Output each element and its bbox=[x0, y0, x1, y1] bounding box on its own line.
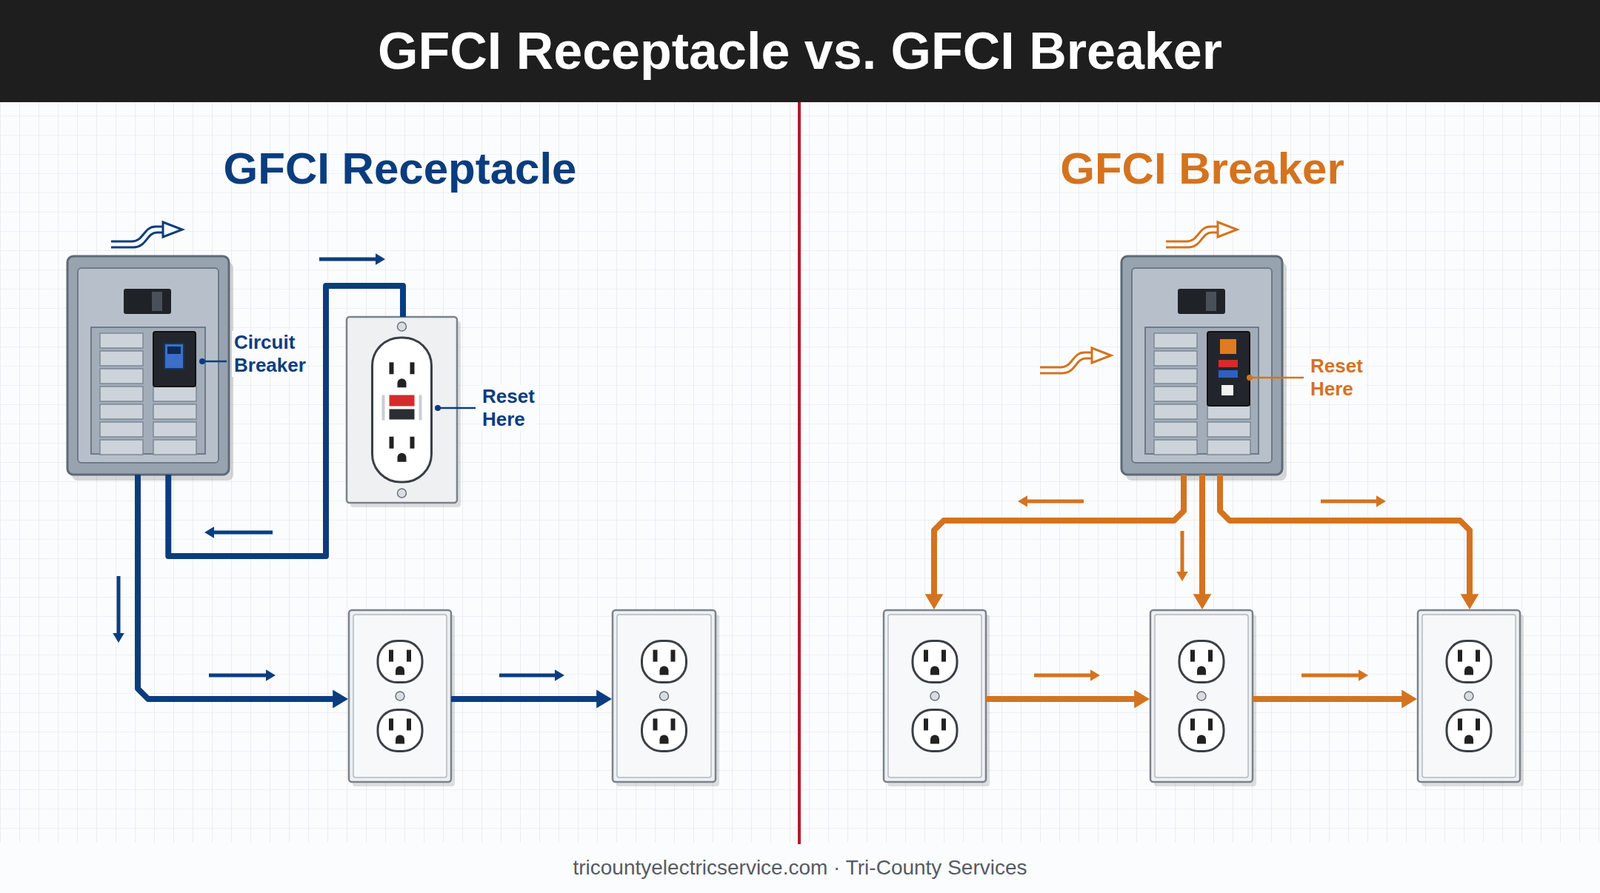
callout-label: Circuit Breaker bbox=[231, 331, 309, 378]
gfci-receptacle: Reset Here bbox=[346, 317, 458, 503]
flow-icon bbox=[111, 222, 183, 248]
section-heading: GFCI Breaker bbox=[1060, 142, 1345, 195]
wire bbox=[985, 696, 1135, 703]
wire bbox=[1199, 474, 1206, 595]
arrowhead bbox=[1090, 669, 1100, 682]
title-bar: GFCI Receptacle vs. GFCI Breaker bbox=[0, 0, 1600, 103]
arrowhead bbox=[1358, 669, 1369, 682]
flow-arrow bbox=[213, 531, 273, 535]
arrowhead bbox=[112, 633, 125, 643]
flow-icon bbox=[1165, 222, 1238, 248]
flow-arrow bbox=[1320, 500, 1378, 504]
wire bbox=[934, 474, 1184, 595]
flow-arrow bbox=[1301, 674, 1360, 678]
wire bbox=[1252, 696, 1403, 703]
wires bbox=[137, 474, 1479, 709]
flow-arrows bbox=[112, 253, 1386, 682]
supply-wire bbox=[168, 285, 403, 557]
callout-label: Reset Here bbox=[1308, 354, 1366, 401]
outlet bbox=[1417, 610, 1524, 787]
arrowhead bbox=[1460, 594, 1480, 610]
outlet bbox=[612, 610, 720, 787]
caption: tricountyelectricservice.com · Tri-Count… bbox=[0, 856, 1600, 880]
arrowhead bbox=[554, 669, 565, 682]
arrowhead bbox=[204, 526, 215, 539]
outlet bbox=[348, 610, 455, 787]
arrowhead bbox=[1134, 690, 1150, 709]
wire bbox=[451, 696, 598, 703]
arrowhead bbox=[265, 669, 276, 682]
arrowhead bbox=[375, 253, 386, 266]
arrowhead bbox=[1193, 594, 1212, 610]
gfci-receptacle bbox=[346, 317, 461, 508]
arrowhead bbox=[596, 690, 612, 709]
divider-line bbox=[797, 102, 801, 845]
arrowhead bbox=[1176, 571, 1189, 582]
wire bbox=[1220, 474, 1470, 595]
flow-arrow bbox=[1034, 674, 1092, 678]
breaker-panel bbox=[1121, 256, 1287, 481]
flow-arrow bbox=[1026, 500, 1084, 504]
flow-icon bbox=[1040, 348, 1112, 374]
flow-arrow bbox=[208, 674, 267, 678]
arrowhead bbox=[1376, 495, 1386, 508]
arrowhead bbox=[1401, 690, 1418, 709]
arrowhead bbox=[332, 690, 349, 709]
callout-label: Reset Here bbox=[480, 385, 538, 432]
circuit-breaker-panel: Circuit Breaker bbox=[67, 256, 229, 475]
flow-arrow bbox=[117, 576, 121, 635]
breaker-panel bbox=[67, 256, 234, 481]
section-heading: GFCI Receptacle bbox=[223, 142, 578, 195]
title: GFCI Receptacle vs. GFCI Breaker bbox=[377, 21, 1223, 81]
arrowhead bbox=[925, 594, 944, 610]
leader-lines bbox=[199, 358, 1304, 412]
flow-arrow bbox=[499, 674, 556, 678]
flow-arrow bbox=[1180, 531, 1185, 573]
outlet bbox=[883, 610, 990, 787]
arrowhead bbox=[1017, 495, 1028, 508]
flow-arrow bbox=[319, 257, 377, 262]
connector-path bbox=[168, 285, 403, 557]
outlet bbox=[1150, 610, 1257, 787]
gfci-breaker-panel: Reset Here bbox=[1121, 256, 1283, 475]
